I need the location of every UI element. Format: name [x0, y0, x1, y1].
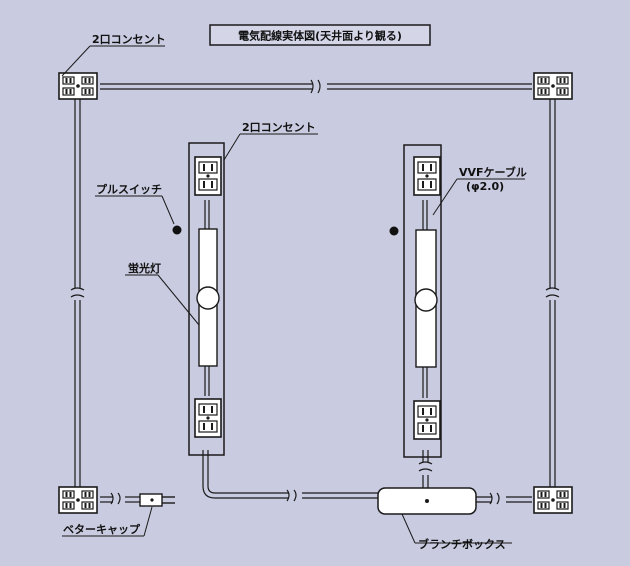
- label-branch-box: ブランチボックス: [418, 537, 506, 551]
- leader-lines: [61, 45, 525, 544]
- break-mark-icon: [70, 79, 560, 505]
- outlet-2-icon: [194, 156, 222, 196]
- outer-cables: [74, 83, 556, 503]
- label-cable-spec: (φ2.0): [466, 180, 504, 193]
- diagram-title: 電気配線実体図(天井面より観る): [238, 29, 402, 43]
- outlet-4-icon: [533, 486, 573, 514]
- label-fluorescent: 蛍光灯: [128, 261, 161, 275]
- outlet-2-icon: [413, 156, 441, 196]
- outlet-2-icon: [194, 398, 222, 438]
- label-outlet-center: 2口コンセント: [242, 121, 316, 134]
- branch-box: [377, 487, 477, 515]
- pull-switch-dot-icon: [389, 226, 399, 236]
- outlet-4-icon: [533, 72, 573, 100]
- outlet-4-icon: [58, 72, 98, 100]
- outlet-4-icon: [58, 486, 98, 514]
- label-outlet-top: 2口コンセント: [92, 33, 166, 46]
- label-plug: ベターキャップ: [63, 522, 141, 536]
- label-cable: VVFケーブル: [459, 165, 527, 179]
- outlet-2-icon: [413, 400, 441, 440]
- left-fixture-panel: [188, 142, 225, 456]
- pull-switch-dot-icon: [172, 225, 182, 235]
- right-fixture-panel: [403, 144, 442, 458]
- plug-icon: [139, 493, 175, 507]
- title-box: 電気配線実体図(天井面より観る): [209, 24, 431, 46]
- label-pull-switch: プルスイッチ: [96, 182, 162, 196]
